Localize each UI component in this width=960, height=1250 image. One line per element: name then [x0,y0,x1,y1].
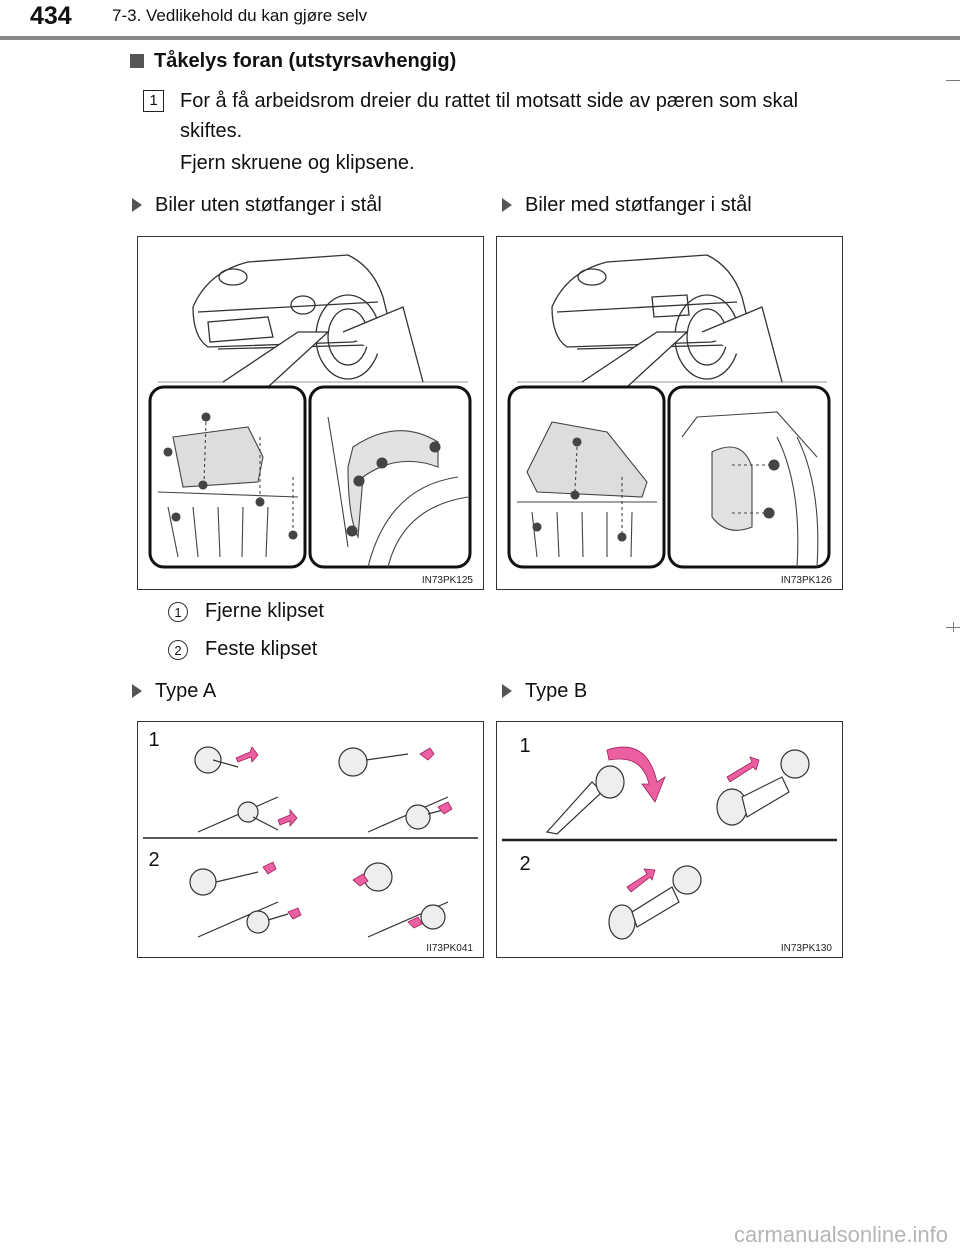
variant-heading-right: Biler med støtfanger i stål [502,194,752,217]
step-label: 1 [519,735,531,757]
car-front-illustration [507,254,831,569]
page-number: 434 [30,2,72,30]
margin-mark [953,622,954,632]
figure-bumper-with-steel: IN73PK126 [496,236,843,590]
square-bullet-icon [130,54,144,68]
section-heading-text: Tåkelys foran (utstyrsavhengig) [154,50,457,72]
variant-heading-left: Biler uten støtfanger i stål [132,194,382,217]
type-heading-b: Type B [502,680,587,703]
figure-clip-type-a: 1 2 II73PK041 [137,721,484,958]
arrow-icon [606,746,760,893]
arrow-icon [235,746,453,929]
detail-inset [308,385,472,569]
car-front-illustration [148,254,472,569]
margin-mark [946,80,960,81]
triangle-bullet-icon [132,198,142,212]
variant-label: Biler uten støtfanger i stål [155,194,382,216]
chapter-title: 7-3. Vedlikehold du kan gjøre selv [112,6,368,25]
figure-code: IN73PK125 [421,575,473,586]
triangle-bullet-icon [502,198,512,212]
section-heading: Tåkelys foran (utstyrsavhengig) [130,50,456,73]
figure-code: IN73PK130 [780,943,832,954]
step-label: 1 [148,729,160,751]
variant-label: Biler med støtfanger i stål [525,194,752,216]
instruction-paragraph: Fjern skruene og klipsene. [180,152,415,174]
step-label: 2 [148,849,160,871]
type-label: Type A [155,680,217,702]
figure-bumper-without-steel: IN73PK125 [137,236,484,590]
figure-code: II73PK041 [426,943,473,954]
triangle-bullet-icon [132,684,142,698]
triangle-bullet-icon [502,684,512,698]
legend-text: Fjerne klipset [205,600,324,622]
instruction-paragraph: For å få arbeidsrom dreier du rattet til… [180,90,799,142]
type-heading-a: Type A [132,680,216,703]
figure-code: IN73PK126 [780,575,832,586]
legend-number: 2 [168,640,188,660]
figure-clip-type-b: 1 2 IN73PK130 [496,721,843,958]
header-rule [0,36,960,40]
watermark: carmanualsonline.info [733,1222,948,1247]
step-label: 2 [519,853,531,875]
step-number-box: 1 [143,90,164,112]
type-label: Type B [525,680,588,702]
legend-number: 1 [168,602,188,622]
legend-text: Feste klipset [205,638,318,660]
clip-diagram [502,746,837,940]
clip-diagram [143,746,478,938]
